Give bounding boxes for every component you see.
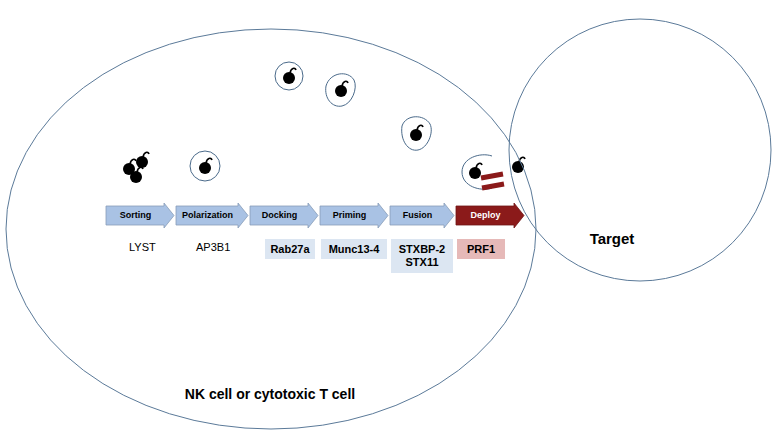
gene-box: PRF1 <box>457 239 505 259</box>
text-wrap: Rab27a <box>265 239 315 259</box>
perforin-pore <box>481 174 504 188</box>
gene-label: LYST <box>129 241 156 253</box>
node-text: Rab27a <box>270 243 309 256</box>
gene-box: STXBP-2 STX11 <box>391 239 453 273</box>
cell-membrane <box>6 29 536 429</box>
primed-vesicle <box>326 74 356 107</box>
node-text: Fusion <box>403 210 433 220</box>
open-vesicle <box>462 155 492 189</box>
step-arrow: Polarization <box>176 203 248 228</box>
box-fill <box>265 239 315 259</box>
text-wrap: PRF1 <box>457 239 505 259</box>
text-wrap: Deploy <box>456 203 515 228</box>
arrow-shape <box>250 203 318 228</box>
gene-box: Rab27a <box>265 239 315 259</box>
node-shape <box>5 28 537 430</box>
arrow-shape <box>176 203 248 228</box>
node-text: NK cell or cytotoxic T cell <box>155 386 385 402</box>
docked-vesicle <box>275 62 303 90</box>
node-text: Polarization <box>182 210 233 220</box>
node-text: Target <box>572 230 652 247</box>
node-text: Priming <box>333 210 367 220</box>
arrow-shape <box>106 203 174 228</box>
box-fill <box>321 239 387 259</box>
arrow-shape <box>456 203 524 228</box>
released-granule <box>512 157 525 173</box>
node-text: Munc13-4 <box>329 243 380 256</box>
step-arrow: Sorting <box>106 203 174 228</box>
node-text: Deploy <box>470 210 500 220</box>
fusing-vesicle <box>402 117 432 150</box>
text-wrap: Fusion <box>390 203 445 228</box>
text-wrap: Polarization <box>176 203 239 228</box>
node-text: PRF1 <box>467 243 495 256</box>
arrow-shape <box>320 203 388 228</box>
target-cell: Target <box>508 18 772 282</box>
granule-cluster <box>123 152 149 183</box>
box-fill <box>391 239 453 273</box>
text-wrap: Target <box>572 230 652 247</box>
gene-label: AP3B1 <box>196 241 230 253</box>
text-wrap: Priming <box>320 203 379 228</box>
step-arrow: Priming <box>320 203 388 228</box>
node-text: Docking <box>262 210 298 220</box>
polarized-vesicle <box>190 151 220 181</box>
deploy-arrow: Deploy <box>456 203 524 228</box>
node-text: Sorting <box>120 210 152 220</box>
arrow-shape <box>390 203 454 228</box>
cell-outline: NK cell or cytotoxic T cell Sorting Polari… <box>5 28 537 430</box>
gene-box: Munc13-4 <box>321 239 387 259</box>
text-wrap: Munc13-4 <box>321 239 387 259</box>
text-wrap: STXBP-2 STX11 <box>391 239 453 273</box>
step-arrow: Docking <box>250 203 318 228</box>
text-wrap: Docking <box>250 203 309 228</box>
node-text: STXBP-2 STX11 <box>395 243 449 268</box>
text-wrap: NK cell or cytotoxic T cell <box>155 386 385 402</box>
text-wrap: Sorting <box>106 203 165 228</box>
target-membrane <box>509 19 771 281</box>
step-arrow: Fusion <box>390 203 454 228</box>
box-fill <box>457 239 505 259</box>
node-shape <box>508 18 772 282</box>
